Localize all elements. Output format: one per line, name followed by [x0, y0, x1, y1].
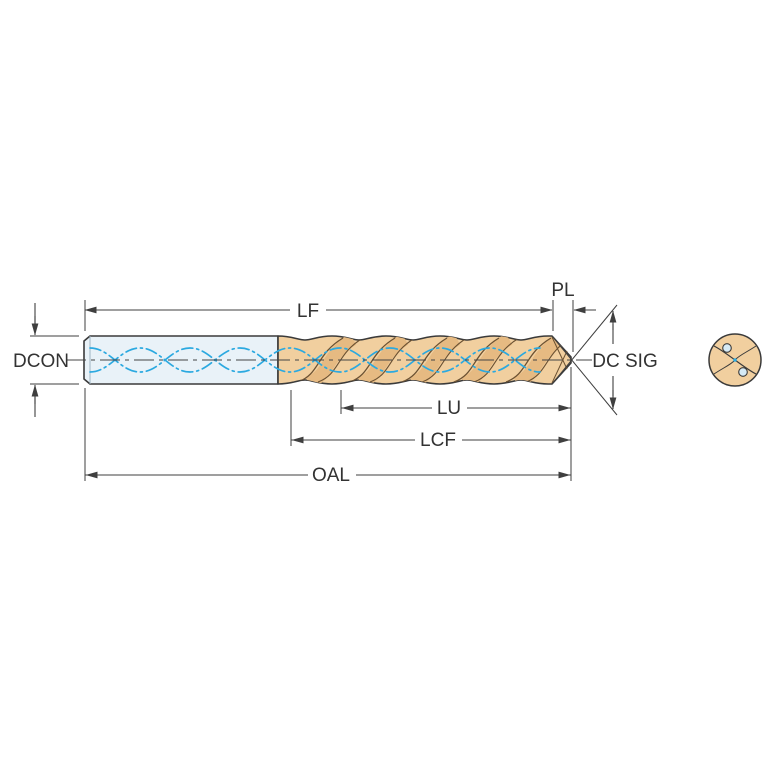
dimension-oal: OAL: [84, 388, 571, 486]
drill-point: [551, 336, 568, 384]
label-lu: LU: [437, 398, 461, 419]
label-dc-sig: DC SIG: [592, 351, 657, 372]
drill-end-view: [708, 333, 762, 387]
label-oal: OAL: [312, 465, 350, 486]
drill-flutes: [297, 336, 571, 384]
label-lf: LF: [297, 301, 319, 322]
coolant-hole-2: [738, 367, 748, 377]
label-dcon: DCON: [13, 351, 69, 372]
coolant-hole-1: [722, 343, 732, 353]
dimension-dc-sig: DC SIG: [551, 304, 658, 416]
dimension-lcf: LCF: [290, 390, 571, 451]
dimension-lu: LU: [340, 367, 572, 481]
dimension-pl: PL: [551, 280, 596, 352]
end-view-flute-edge-upper: [735, 345, 757, 360]
label-pl: PL: [551, 280, 574, 301]
dimension-dcon: DCON: [13, 303, 79, 417]
end-view-flute-edge-lower: [713, 360, 735, 375]
dimension-lf: LF: [84, 300, 554, 331]
label-lcf: LCF: [420, 430, 456, 451]
end-view-center-point: [733, 358, 737, 362]
